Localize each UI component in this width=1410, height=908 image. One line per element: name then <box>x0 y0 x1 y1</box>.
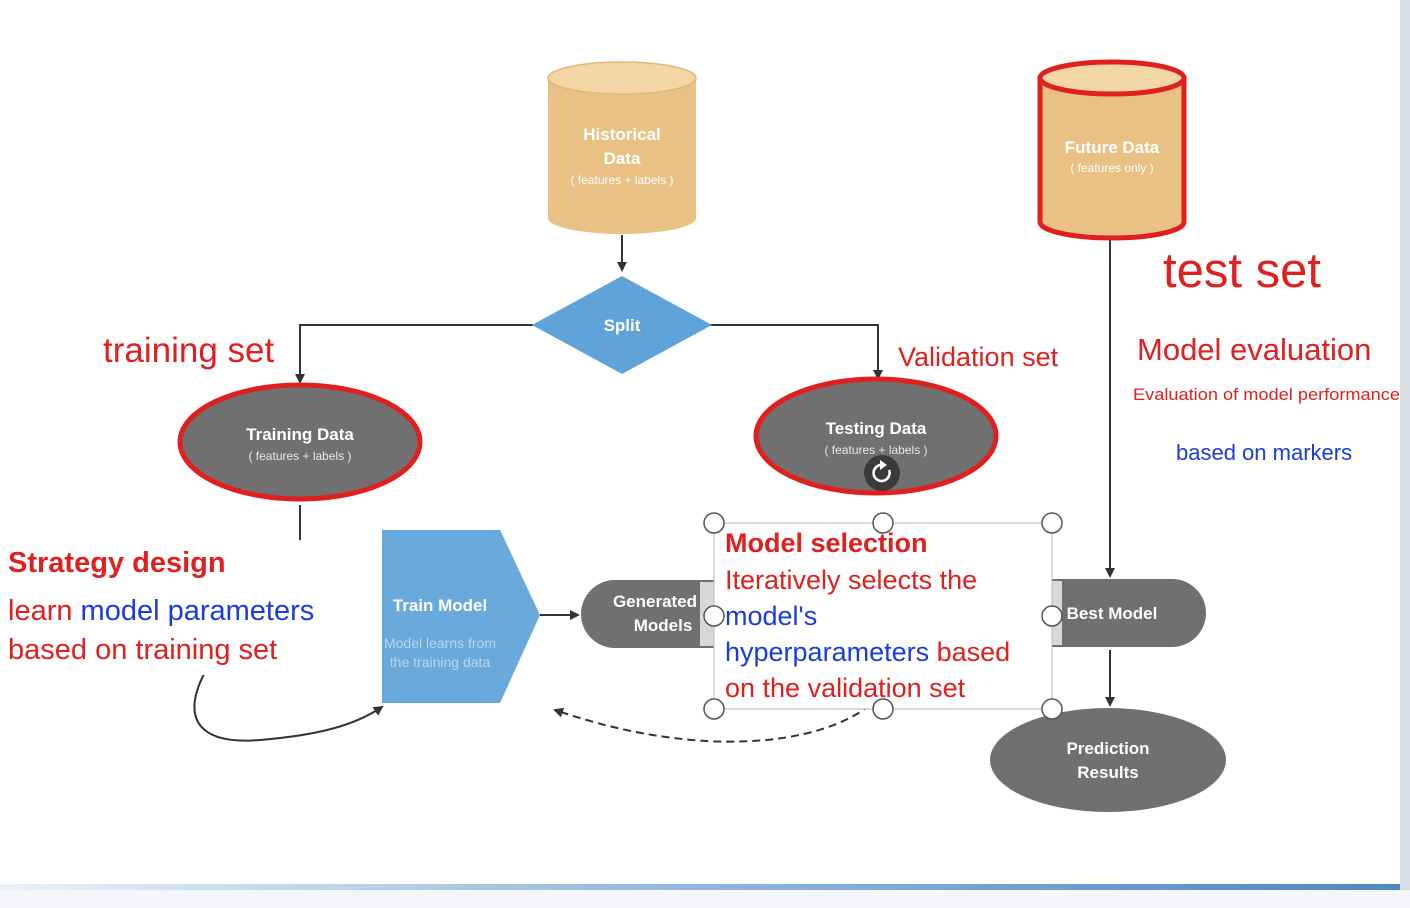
training-title: Training Data <box>246 425 354 444</box>
training-to-trainmodel-curve <box>193 671 384 742</box>
future-sub: ( features only ) <box>1070 161 1153 175</box>
strategy-title: Strategy design <box>8 547 226 579</box>
connectors <box>193 235 1115 743</box>
resize-handle-tr[interactable] <box>1041 512 1063 534</box>
best-model-pill: Best Model <box>1052 579 1206 647</box>
testing-data-ellipse: Testing Data ( features + labels ) <box>753 376 999 496</box>
strategy-line2: based on training set <box>8 634 278 666</box>
training-set-label: training set <box>103 331 274 370</box>
right-scrollbar-edge <box>1400 0 1410 908</box>
generated-title2: Models <box>634 616 693 635</box>
evaluation-desc-label: Evaluation of model performance <box>1133 385 1400 404</box>
selection-line4: on the validation set <box>725 673 966 703</box>
selection-frame[interactable] <box>713 522 1053 710</box>
resize-handle-bl[interactable] <box>703 698 725 720</box>
strategy-line1-a: learn <box>8 595 81 627</box>
strategy-line1: learn model parameters <box>8 595 314 628</box>
split-diamond: Split <box>532 276 712 374</box>
historical-data-cylinder: Historical Data ( features + labels ) <box>547 61 697 234</box>
bottom-divider <box>0 884 1400 890</box>
model-evaluation-label: Model evaluation <box>1137 332 1371 367</box>
resize-handle-ml[interactable] <box>703 605 725 627</box>
split-to-testing-arrow <box>710 324 883 380</box>
historical-title2: Data <box>604 149 641 168</box>
prediction-title2: Results <box>1077 763 1138 782</box>
selection-line1: Iteratively selects the <box>725 565 978 595</box>
prediction-title1: Prediction <box>1066 739 1149 758</box>
train-model-title: Train Model <box>393 596 487 615</box>
rotate-handle[interactable] <box>864 455 900 491</box>
future-data-cylinder: Future Data ( features only ) <box>1037 59 1187 241</box>
rotate-icon <box>872 463 891 483</box>
training-data-ellipse: Training Data ( features + labels ) <box>177 382 423 502</box>
resize-handle-bm[interactable] <box>872 698 894 720</box>
strategy-design-box: Strategy design learn model parameters b… <box>0 540 372 675</box>
selection-line2: model's <box>725 601 818 631</box>
resize-handles[interactable] <box>703 512 1063 720</box>
bottom-strip <box>0 890 1410 908</box>
split-to-training-arrow <box>295 324 533 384</box>
validation-set-label: Validation set <box>898 342 1059 372</box>
prediction-results-ellipse: Prediction Results <box>990 708 1226 812</box>
historical-sub: ( features + labels ) <box>570 173 673 187</box>
resize-handle-mr[interactable] <box>1041 605 1063 627</box>
testing-sub: ( features + labels ) <box>824 443 927 457</box>
strategy-line1-b: model parameters <box>80 595 315 627</box>
selection-title: Model selection <box>725 528 928 558</box>
resize-handle-br[interactable] <box>1041 698 1063 720</box>
selection-line3-a: hyperparameters <box>725 637 930 667</box>
train-model-sub1: Model learns from <box>384 635 496 651</box>
resize-handle-tl[interactable] <box>703 512 725 534</box>
historical-title: Historical <box>583 125 660 144</box>
train-model-shape: Train Model Model learns from the traini… <box>382 530 540 703</box>
feedback-dashed-arrow <box>553 704 871 743</box>
train-model-sub2: the training data <box>390 654 491 670</box>
selection-line3-b: based <box>929 637 1011 667</box>
generated-models-pill: Generated Models <box>581 580 715 648</box>
test-set-label: test set <box>1163 244 1321 298</box>
testing-title: Testing Data <box>826 419 927 438</box>
model-selection-text[interactable]: Model selection Iteratively selects the … <box>725 528 1051 706</box>
split-label: Split <box>604 316 641 335</box>
training-sub: ( features + labels ) <box>248 449 351 463</box>
selection-line3: hyperparameters based <box>725 637 1010 668</box>
based-on-markers-label: based on markers <box>1176 440 1352 465</box>
resize-handle-tm[interactable] <box>872 512 894 534</box>
generated-title1: Generated <box>613 592 697 611</box>
future-title: Future Data <box>1065 138 1160 157</box>
best-model-title: Best Model <box>1067 604 1158 623</box>
